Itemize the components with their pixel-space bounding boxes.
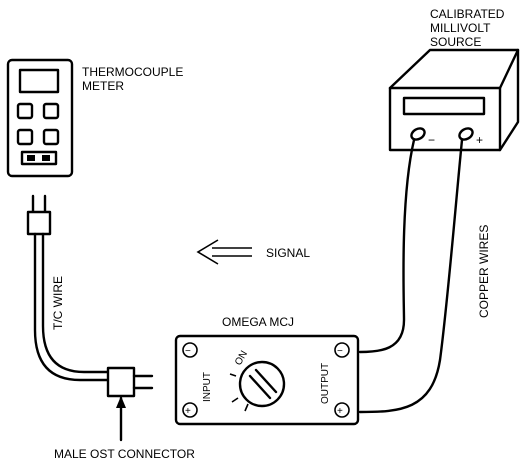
meter-button [42, 102, 60, 120]
source-minus-terminal [410, 127, 426, 141]
source-display [402, 96, 486, 116]
output-minus-terminal [334, 342, 350, 358]
signal-label: SIGNAL [266, 246, 310, 260]
source-label-line1: CALIBRATED [430, 7, 505, 21]
dial-slot [254, 368, 278, 394]
input-plus-mark: + [185, 406, 191, 417]
omega-mcj [174, 334, 360, 426]
meter-display [18, 68, 60, 94]
copper-wires-label: COPPER WIRES [477, 225, 491, 318]
thermocouple-meter [6, 58, 74, 178]
tc-wire-label: T/C WIRE [51, 276, 65, 330]
signal-arrow [196, 239, 252, 265]
connector-arrow-head [116, 396, 126, 408]
source-plus-terminal [458, 127, 474, 141]
copper-wire-plus [358, 138, 464, 414]
male-ost-connector [106, 366, 154, 398]
tc-plug-top [26, 194, 52, 236]
source-minus-mark: − [428, 133, 435, 147]
meter-button [16, 102, 34, 120]
output-minus-mark: − [337, 346, 343, 357]
output-plus-terminal [334, 402, 350, 418]
source-label-line2: MILLIVOLT [430, 21, 491, 35]
meter-socket-pin [42, 155, 50, 161]
on-off-dial [238, 360, 286, 408]
meter-button [16, 128, 34, 146]
meter-socket [20, 150, 58, 166]
input-plus-terminal [182, 402, 198, 418]
meter-button [42, 128, 60, 146]
output-label: OUTPUT [320, 363, 331, 404]
meter-label-line1: THERMOCOUPLE [82, 65, 183, 79]
meter-label-line2: METER [82, 79, 124, 93]
source-plus-mark: + [476, 133, 483, 147]
millivolt-source [388, 48, 520, 152]
tc-wire [33, 232, 110, 382]
input-label: INPUT [202, 372, 213, 402]
dial-slot [248, 374, 272, 400]
input-minus-mark: − [185, 346, 191, 357]
connector-label: MALE OST CONNECTOR [54, 447, 195, 461]
tc-wire [41, 232, 110, 374]
source-label-line3: SOURCE [430, 35, 481, 49]
input-minus-terminal [182, 342, 198, 358]
meter-body [6, 58, 74, 178]
output-plus-mark: + [337, 406, 343, 417]
copper-wire-minus [358, 138, 416, 354]
mcj-title: OMEGA MCJ [222, 315, 294, 329]
meter-socket-pin [27, 155, 35, 161]
